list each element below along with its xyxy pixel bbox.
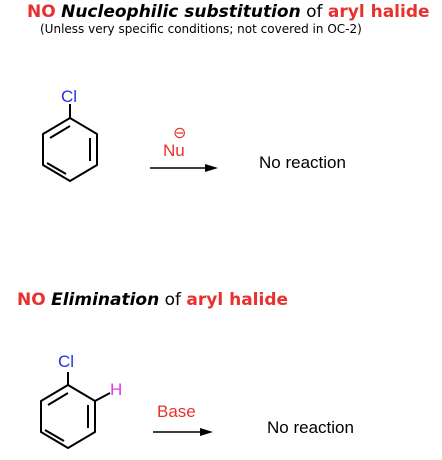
chlorine-label-2: Cl [58,352,75,371]
reaction-arrow-2 [153,428,213,436]
result-no-reaction-2: No reaction [267,418,354,437]
aryl-halide-structure [40,372,111,449]
reaction-arrow-1 [150,164,218,172]
nucleophile-label: Nu [163,141,185,160]
conditions-note: (Unless very specific conditions; not co… [40,22,362,36]
heading-no-2: NO [17,290,46,310]
heading-subject-2: aryl halide [186,290,289,310]
chlorine-label: Cl [61,87,78,106]
chlorobenzene-structure [42,104,98,182]
heading-no: NO [27,2,56,22]
negative-charge-icon: ⊖ [173,125,187,142]
heading-of: of [306,2,323,22]
heading-substitution: NO Nucleophilic substitution of aryl hal… [27,2,430,22]
heading-subject: aryl halide [327,2,430,22]
hydrogen-label: H [110,380,123,399]
heading-of-2: of [164,290,182,310]
heading-title: Nucleophilic substitution [61,2,301,22]
heading-elimination: NO Elimination of aryl halide [17,290,288,310]
result-no-reaction-1: No reaction [259,153,346,172]
base-label: Base [157,402,196,421]
heading-title-2: Elimination [51,290,160,310]
